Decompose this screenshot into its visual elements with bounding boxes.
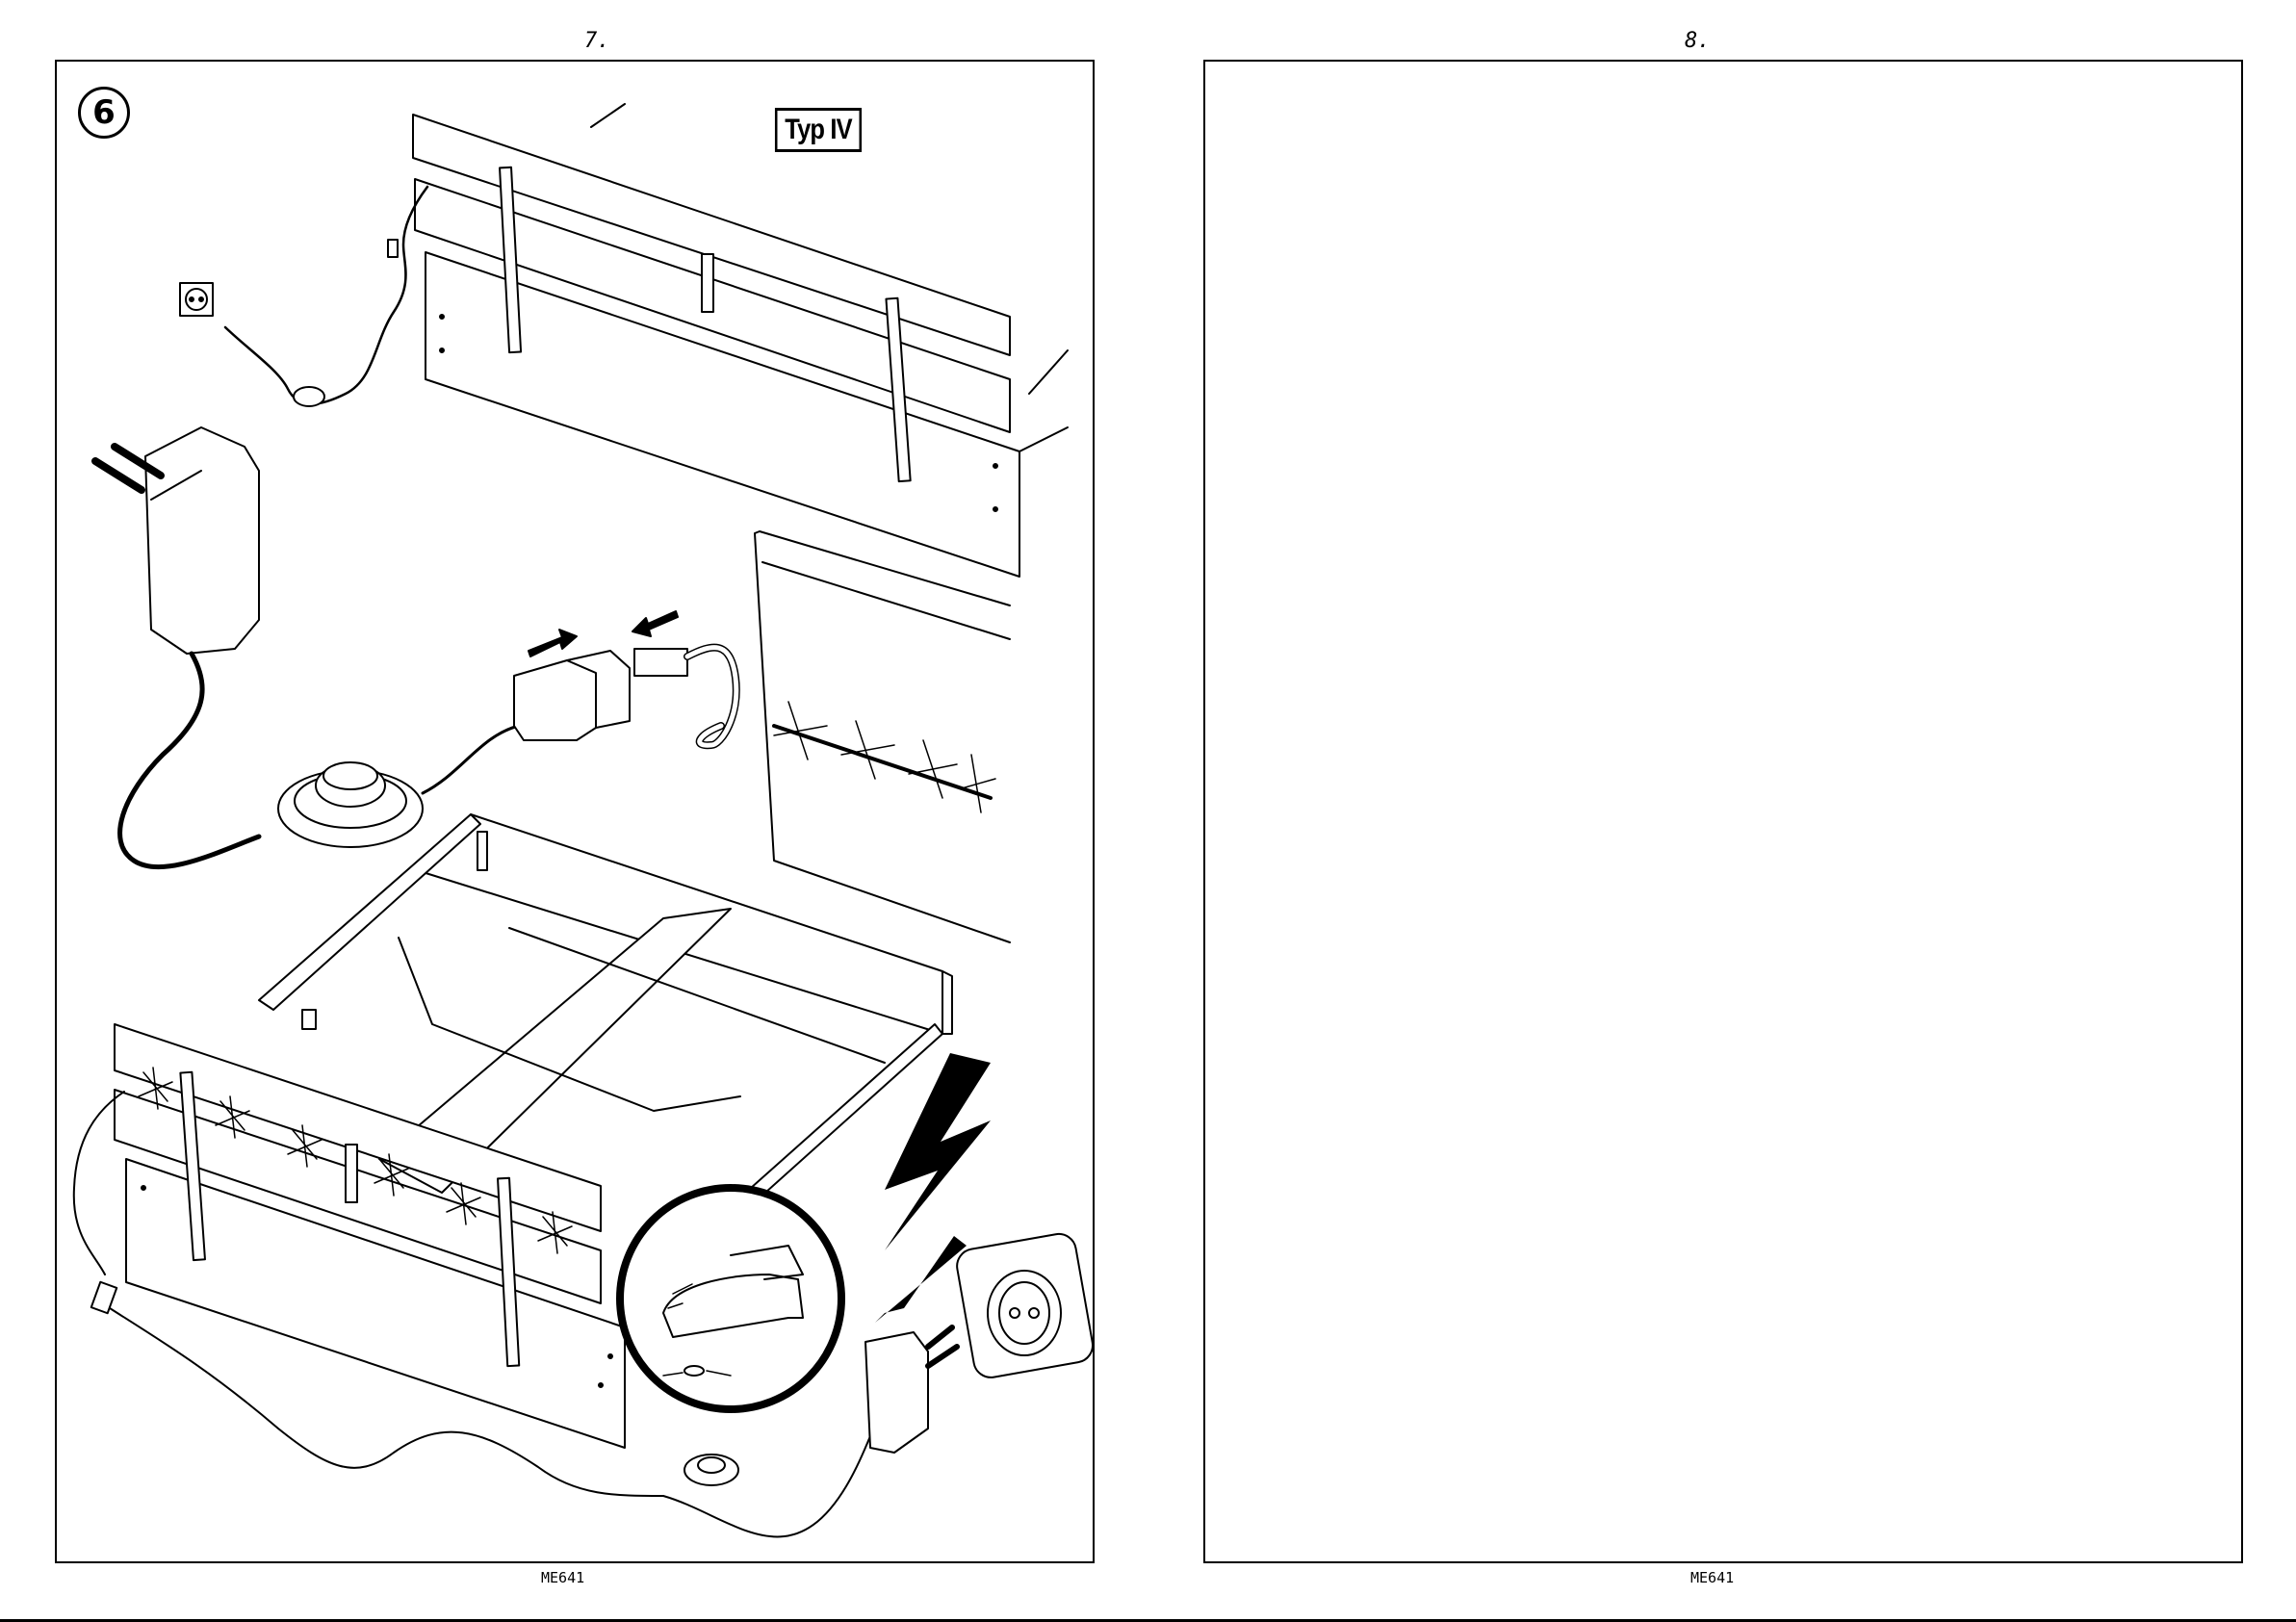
foot-switch-icon (278, 762, 423, 847)
wall-socket-large-icon (954, 1231, 1093, 1380)
foot-press-icon (620, 1188, 841, 1409)
plug-adapter-icon (95, 427, 259, 654)
document-code-right: ME641 (1690, 1569, 1734, 1586)
page-right (1203, 60, 2243, 1563)
page-left: 6 Typ IV (55, 60, 1095, 1563)
headboard-top (413, 104, 1068, 577)
lightning-icon (885, 1053, 991, 1250)
document-code-left: ME641 (541, 1569, 584, 1586)
assembly-illustration (57, 62, 1093, 1561)
led-panel (755, 531, 1010, 942)
page-number-left: 7. (584, 29, 610, 53)
wall-socket-icon (180, 283, 213, 316)
page-number-right: 8. (1685, 29, 1711, 53)
connector-box (514, 651, 630, 740)
